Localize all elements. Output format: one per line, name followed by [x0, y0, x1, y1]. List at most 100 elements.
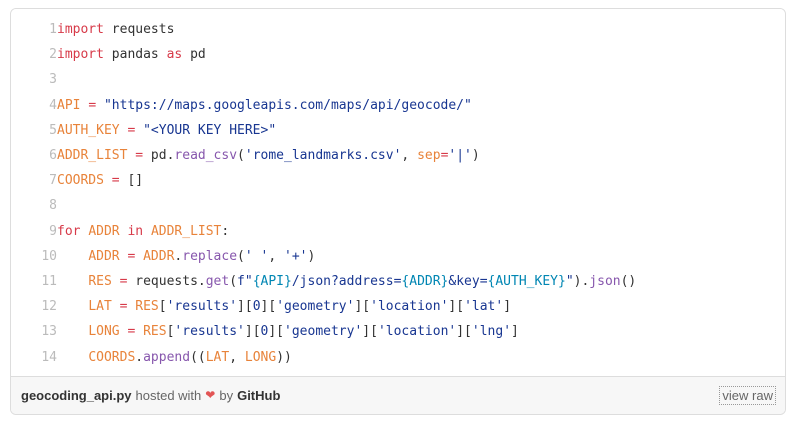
code-token: ))	[276, 349, 292, 365]
code-line: 13 LONG = RES['results'][0]['geometry'][…	[11, 319, 785, 344]
code-token: ]	[503, 299, 512, 315]
code-token: ADDR	[143, 248, 175, 264]
code-token: '+'	[284, 248, 308, 264]
code-token	[135, 249, 143, 264]
code-token: f"	[237, 274, 253, 290]
code-token: ((	[190, 349, 206, 365]
line-number: 14	[41, 349, 57, 365]
code-token	[57, 299, 88, 314]
code-token: requests	[103, 22, 175, 37]
code-token: 0	[260, 324, 269, 340]
line-number: 8	[49, 198, 57, 214]
line-content[interactable]: ADDR_LIST = pd.read_csv('rome_landmarks.…	[57, 143, 785, 168]
code-token: =	[88, 97, 97, 113]
code-token: {ADDR}	[401, 274, 449, 290]
code-token: ' '	[244, 248, 269, 264]
code-token: (	[229, 274, 238, 290]
code-token: ,	[229, 349, 245, 365]
code-token: /json?address=	[291, 274, 402, 290]
code-token: =	[111, 173, 120, 189]
code-token: {API}	[252, 274, 292, 290]
code-line: 3	[11, 67, 785, 92]
line-content[interactable]: AUTH_KEY = "<YOUR KEY HERE>"	[57, 118, 785, 143]
line-content[interactable]	[57, 193, 785, 218]
line-content[interactable]: for ADDR in ADDR_LIST:	[57, 219, 785, 244]
code-token: ][	[268, 324, 285, 340]
code-line: 11 RES = requests.get(f"{API}/json?addre…	[11, 269, 785, 294]
heart-icon: ❤	[205, 388, 216, 403]
github-provider-label: GitHub	[237, 387, 281, 403]
code-token	[143, 224, 151, 239]
code-token: LONG	[244, 349, 277, 365]
line-content[interactable]: API = "https://maps.googleapis.com/maps/…	[57, 93, 785, 118]
code-token: LAT	[205, 349, 230, 365]
code-token: ADDR_LIST	[57, 148, 128, 164]
by-label: by	[219, 387, 234, 403]
code-token: &key=	[448, 274, 488, 290]
code-token: LONG	[88, 324, 120, 340]
line-number: 7	[49, 173, 57, 189]
line-content[interactable]: LONG = RES['results'][0]['geometry']['lo…	[57, 319, 785, 344]
code-token: in	[127, 223, 144, 239]
code-token: append	[143, 349, 191, 365]
code-token: []	[119, 173, 144, 189]
code-line: 12 LAT = RES['results'][0]['geometry']['…	[11, 294, 785, 319]
code-token: (	[237, 148, 245, 164]
code-token: =	[440, 148, 449, 164]
gist-footer: geocoding_api.py hosted with ❤ by GitHub…	[11, 375, 785, 414]
code-line: 10 ADDR = ADDR.replace(' ', '+')	[11, 244, 785, 269]
code-token: RES	[135, 299, 159, 315]
line-content[interactable]	[57, 67, 785, 92]
code-token	[57, 324, 88, 339]
code-token: 'lat'	[464, 299, 504, 315]
line-content[interactable]: ADDR = ADDR.replace(' ', '+')	[57, 244, 785, 269]
code-token: read_csv	[174, 148, 238, 164]
code-token: for	[57, 223, 81, 239]
code-token: LAT	[88, 299, 112, 315]
code-token	[135, 324, 143, 339]
code-token: RES	[143, 324, 167, 340]
code-token: ][	[237, 299, 253, 315]
line-content[interactable]: COORDS.append((LAT, LONG))	[57, 345, 785, 370]
code-token: RES	[88, 274, 112, 290]
code-token: '|'	[448, 148, 472, 164]
code-token: =	[135, 148, 144, 164]
code-token: pd	[182, 47, 206, 63]
line-content[interactable]: RES = requests.get(f"{API}/json?address=…	[57, 269, 785, 294]
line-content[interactable]: COORDS = []	[57, 168, 785, 193]
line-number: 4	[49, 97, 57, 113]
code-token: "	[565, 274, 574, 290]
code-line: 8	[11, 193, 785, 218]
code-token: .	[174, 248, 183, 264]
line-number: 9	[49, 223, 57, 239]
code-token: requests.	[127, 274, 206, 290]
line-content[interactable]: import requests	[57, 17, 785, 42]
line-content[interactable]: LAT = RES['results'][0]['geometry']['loc…	[57, 294, 785, 319]
code-token: COORDS	[57, 173, 104, 189]
line-number: 13	[41, 324, 57, 340]
code-token: [	[158, 299, 167, 315]
line-number: 1	[49, 22, 57, 37]
code-line: 14 COORDS.append((LAT, LONG))	[11, 345, 785, 370]
hosted-with-label: hosted with	[135, 387, 202, 403]
code-token: sep	[417, 148, 441, 164]
line-number: 5	[49, 122, 57, 138]
code-token: ()	[620, 274, 637, 290]
code-token	[57, 249, 88, 264]
view-raw-link[interactable]: view raw	[719, 385, 776, 405]
code-token: =	[119, 299, 128, 315]
code-token: )	[471, 148, 480, 164]
code-token: 'location'	[377, 324, 457, 340]
code-token: 'rome_landmarks.csv'	[244, 148, 402, 164]
code-token: 0	[252, 299, 261, 315]
code-token: 'results'	[166, 299, 238, 315]
gist-footer-text: geocoding_api.py hosted with ❤ by GitHub	[21, 388, 280, 403]
line-content[interactable]: import pandas as pd	[57, 42, 785, 67]
code-token: 'results'	[174, 324, 245, 340]
code-token: pd.	[143, 148, 175, 164]
